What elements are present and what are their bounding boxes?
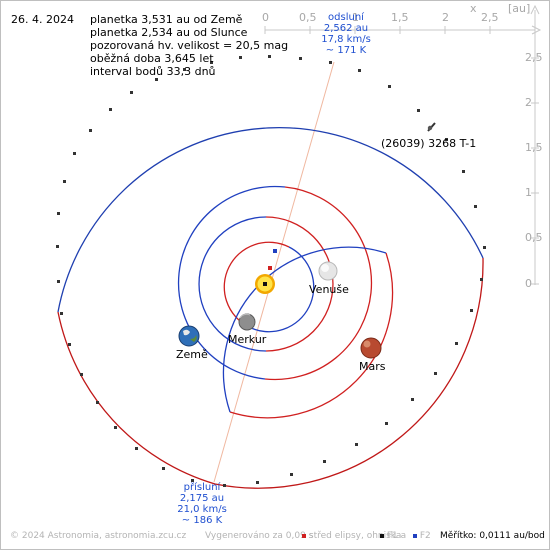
legend-a-text: a	[400, 531, 407, 541]
legend-center-foci: střed elipsy, ohniska	[302, 531, 401, 541]
x-tick-0-5: 0,5	[299, 11, 317, 24]
aphelion-info: odsluní 2,562 au 17,8 km/s ~ 171 K	[306, 12, 386, 56]
mercury-orbit-far	[248, 246, 315, 333]
x-axis-unit: x	[470, 2, 477, 15]
mars-planet[interactable]	[360, 337, 382, 359]
aphelion-temperature: ~ 171 K	[325, 45, 367, 56]
aphelion-distance: 2,562 au	[323, 23, 369, 34]
y-tick-2-5: 2,5	[525, 51, 543, 64]
aphelion-title: odsluní	[328, 12, 364, 23]
venus-label: Venuše	[309, 283, 349, 296]
venus-planet[interactable]	[318, 261, 338, 281]
mercury-planet[interactable]	[238, 313, 256, 331]
y-tick-0: 0	[525, 277, 532, 290]
asteroid-name-label: (26039) 3268 T-1	[381, 137, 477, 150]
legend-f2-text: F2	[419, 531, 431, 541]
arrow-y-icon	[530, 4, 540, 15]
mercury-label: Merkur	[228, 333, 267, 346]
earth-orbit	[264, 186, 373, 381]
x-tick-1: 1	[352, 11, 359, 24]
y-tick-1-5: 1,5	[525, 141, 543, 154]
perihelion-info: přísluní 2,175 au 21,0 km/s ~ 186 K	[162, 482, 242, 526]
ellipse-center-marker	[268, 266, 272, 270]
info-earth-distance: planetka 3,531 au od Země	[90, 13, 243, 26]
legend-f1-text: F1	[386, 531, 398, 541]
date-label: 26. 4. 2024	[11, 13, 74, 26]
x-tick-1-5: 1,5	[391, 11, 409, 24]
focus-f2-marker	[273, 249, 277, 253]
copyright-link[interactable]: © 2024 Astronomia, astronomia.zcu.cz	[10, 531, 187, 541]
render-time: Vygenerováno za 0,09 s	[205, 531, 314, 541]
x-tick-2: 2	[442, 11, 449, 24]
center-marker-icon	[302, 533, 306, 538]
f1-marker-icon	[380, 533, 384, 538]
legend-f1: F1 a	[380, 531, 406, 541]
f2-marker-icon	[413, 533, 417, 538]
sun[interactable]	[255, 274, 275, 294]
x-tick-2-5: 2,5	[481, 11, 499, 24]
perihelion-speed: 21,0 km/s	[177, 504, 227, 515]
aphelion-speed: 17,8 km/s	[321, 34, 371, 45]
perihelion-distance: 2,175 au	[179, 493, 225, 504]
y-tick-0-5: 0,5	[525, 231, 543, 244]
legend-f2: F2	[413, 531, 431, 541]
info-sun-distance: planetka 2,534 au od Slunce	[90, 26, 248, 39]
axis-ticks	[264, 26, 539, 285]
asteroid-interval-dots	[56, 55, 486, 487]
y-tick-1: 1	[525, 186, 532, 199]
info-magnitude: pozorovaná hv. velikost = 20,5 mag	[90, 39, 289, 52]
info-period: oběžná doba 3,645 let	[90, 52, 214, 65]
mars-label: Mars	[359, 360, 386, 373]
info-interval: interval bodů 33,3 dnů	[90, 65, 216, 78]
mercury-orbit	[223, 241, 290, 328]
mars-orbit	[229, 252, 394, 419]
scale-label: Měřítko: 0,0111 au/bod	[440, 531, 545, 541]
asteroid-orbit-near	[57, 257, 484, 489]
venus-orbit-far	[198, 216, 267, 352]
earth-orbit-far	[177, 185, 286, 380]
earth-planet[interactable]	[178, 325, 200, 347]
legend-center-text: střed elipsy, ohniska	[308, 531, 402, 541]
x-tick-0: 0	[262, 11, 269, 24]
earth-label: Země	[176, 348, 208, 361]
axis-unit-label: [au]	[508, 2, 531, 15]
y-tick-2: 2	[525, 96, 532, 109]
arrow-x-icon	[531, 25, 542, 35]
asteroid-orbit-far	[57, 127, 484, 313]
perihelion-title: přísluní	[183, 482, 221, 493]
perihelion-temperature: ~ 186 K	[181, 515, 223, 526]
venus-orbit	[265, 216, 334, 352]
asteroid-marker[interactable]	[427, 122, 436, 132]
